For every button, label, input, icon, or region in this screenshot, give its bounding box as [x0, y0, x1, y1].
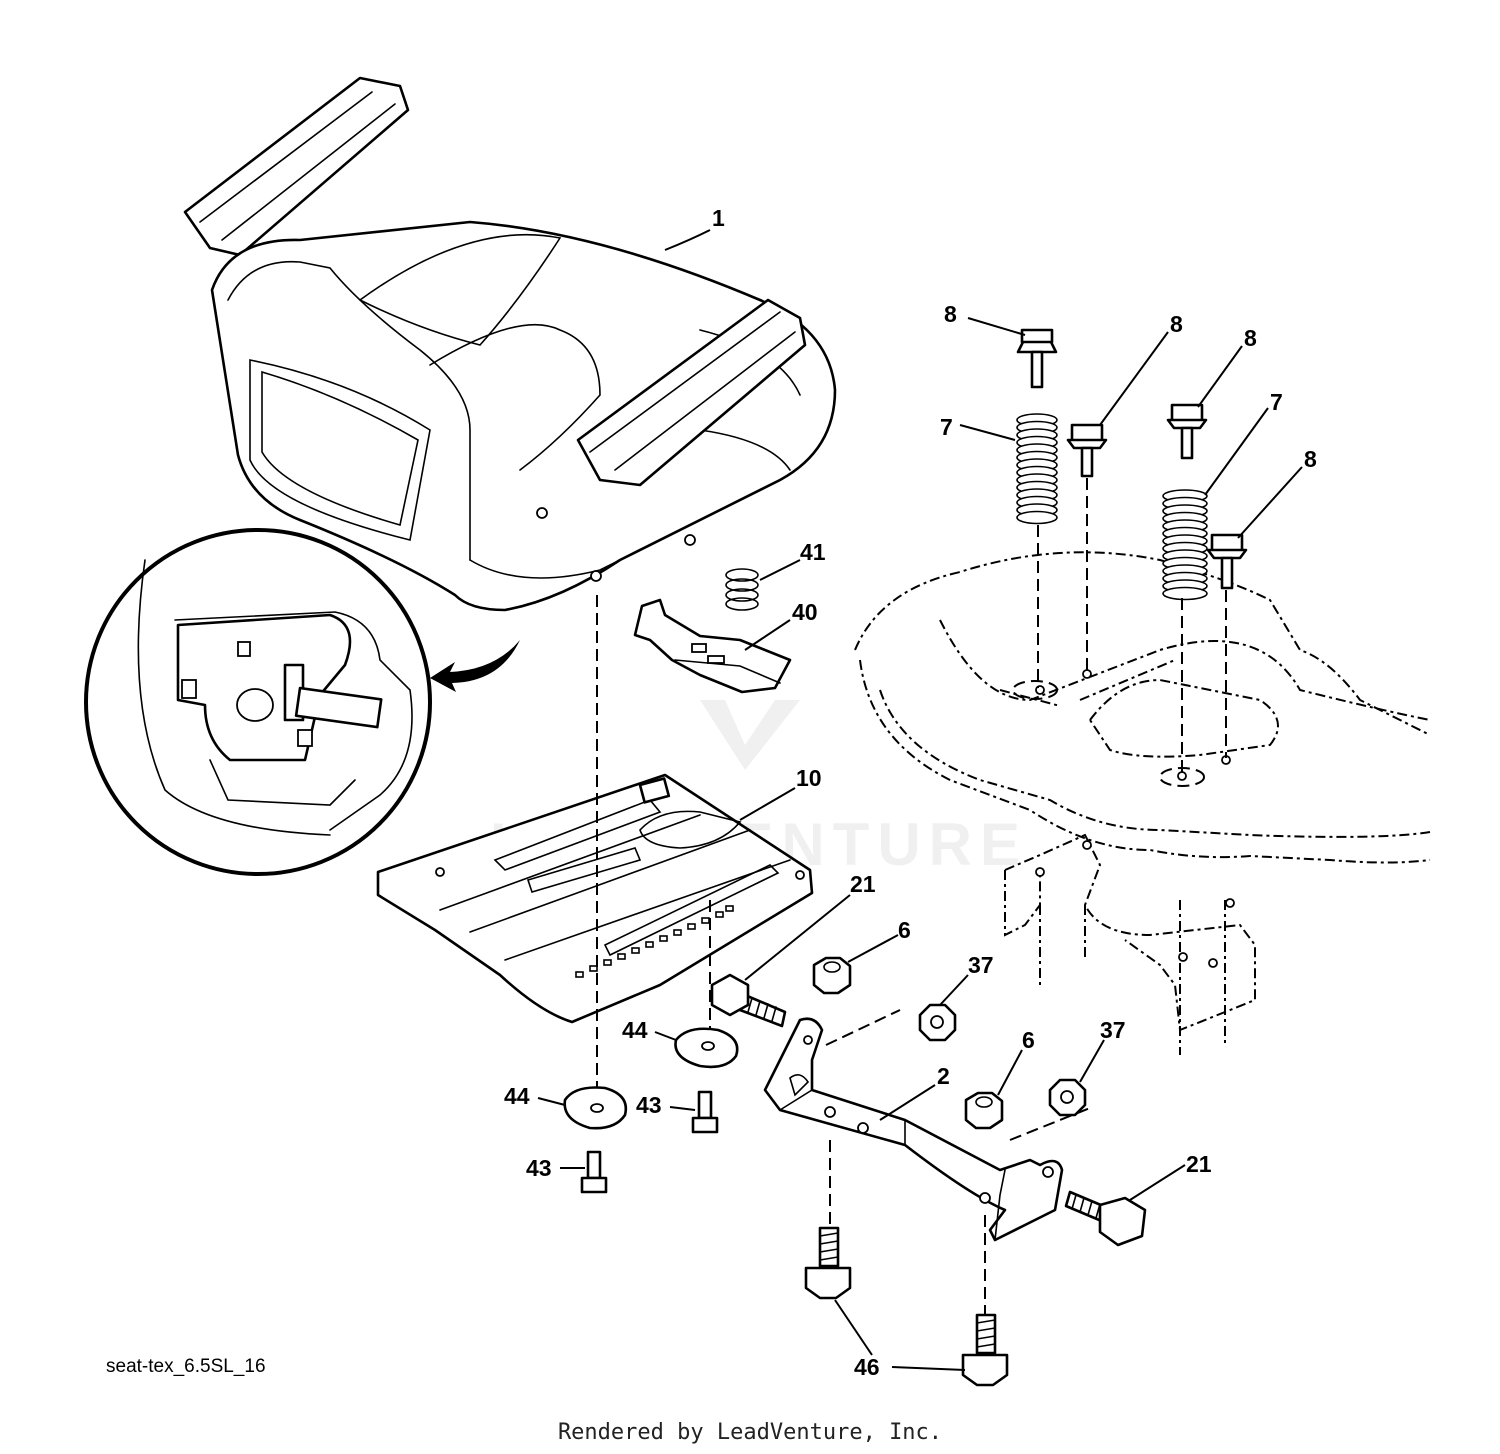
detail-inset — [84, 528, 520, 876]
washer-44-a-drawing — [563, 1086, 628, 1130]
callout-nut-6-a: 6 — [898, 917, 911, 943]
leader-8-c — [1197, 345, 1243, 408]
bolt-8-c-drawing — [1166, 403, 1208, 460]
leader-7-b — [1204, 407, 1269, 496]
leader-44-b — [654, 1031, 677, 1041]
nut-6-b-drawing — [964, 1091, 1004, 1130]
nut-37-a-drawing — [918, 1003, 957, 1042]
leader-46-b — [891, 1366, 966, 1371]
leader-8-b — [1099, 331, 1169, 426]
callout-bolt-46: 46 — [854, 1354, 880, 1380]
nut-37-b-drawing — [1048, 1078, 1087, 1117]
spring-7-b-drawing — [1162, 489, 1208, 601]
assembly-lines — [596, 478, 1227, 1325]
callout-nut-6-b: 6 — [1022, 1027, 1035, 1053]
bolt-8-a-drawing — [1016, 328, 1058, 389]
callout-seat: 1 — [712, 205, 725, 231]
washer-44-b-drawing — [674, 1027, 739, 1069]
leader-46-a — [834, 1299, 873, 1356]
spring-41-drawing — [725, 568, 759, 611]
callout-spring-7-a: 7 — [940, 414, 953, 440]
callout-screw-43-a: 43 — [526, 1155, 552, 1181]
clip-40-drawing — [633, 598, 792, 694]
callout-bolt-8-d: 8 — [1304, 446, 1317, 472]
callout-clip-40: 40 — [792, 599, 818, 625]
callout-bolt-21-a: 21 — [850, 871, 876, 897]
callout-washer-44-a: 44 — [504, 1083, 530, 1109]
leader-41 — [759, 559, 801, 581]
leader-37-a — [939, 974, 969, 1006]
seat-drawing — [183, 76, 837, 612]
leader-7-a — [959, 424, 1016, 441]
spring-coil — [1016, 510, 1058, 525]
leader-6-a — [847, 934, 899, 963]
spring-coil — [1162, 586, 1208, 601]
leader-8-d — [1237, 466, 1303, 539]
callout-bolt-8-b: 8 — [1170, 311, 1183, 337]
screw-43-a-drawing — [580, 1150, 608, 1194]
callout-spring-41: 41 — [800, 539, 826, 565]
nut-6-a-drawing — [812, 956, 852, 995]
callout-bolt-8-c: 8 — [1244, 325, 1257, 351]
leader-8-a — [967, 317, 1026, 336]
bracket-2-drawing — [763, 1017, 1064, 1242]
callout-washer-44-b: 44 — [622, 1017, 648, 1043]
callout-nut-37-a: 37 — [968, 952, 994, 978]
seat-pan-drawing — [376, 773, 814, 1024]
callout-nut-37-b: 37 — [1100, 1017, 1126, 1043]
leader-21-b — [1129, 1164, 1186, 1201]
bolt-8-b-drawing — [1066, 423, 1108, 478]
leader-6-b — [997, 1049, 1023, 1096]
diagram-code: seat-tex_6.5SL_16 — [106, 1356, 266, 1377]
screw-43-b-drawing — [691, 1090, 719, 1134]
leader-40 — [744, 619, 791, 651]
leader-21-a — [744, 894, 851, 981]
leader-44-a — [537, 1097, 566, 1106]
bolt-21-b-drawing — [1064, 1190, 1147, 1247]
leader-1 — [664, 229, 711, 251]
leader-2 — [879, 1084, 936, 1121]
leader-37-b — [1079, 1039, 1105, 1083]
callout-bolt-21-b: 21 — [1186, 1151, 1212, 1177]
bolt-8-d-drawing — [1206, 533, 1248, 590]
callout-seat-pan: 10 — [796, 765, 822, 791]
bolt-21-a-drawing — [710, 973, 787, 1028]
leader-43-b — [669, 1106, 696, 1111]
callout-bolt-8-a: 8 — [944, 301, 957, 327]
callout-bracket-2: 2 — [937, 1063, 950, 1089]
bolt-46-b-drawing — [961, 1313, 1009, 1387]
frame-outline-dashed — [854, 551, 1431, 1055]
bolt-46-a-drawing — [804, 1226, 852, 1300]
callout-screw-43-b: 43 — [636, 1092, 662, 1118]
spring-7-a-drawing — [1016, 413, 1058, 525]
leader-10 — [739, 787, 796, 821]
callout-spring-7-b: 7 — [1270, 389, 1283, 415]
footer-credit: Rendered by LeadVenture, Inc. — [557, 1420, 943, 1445]
